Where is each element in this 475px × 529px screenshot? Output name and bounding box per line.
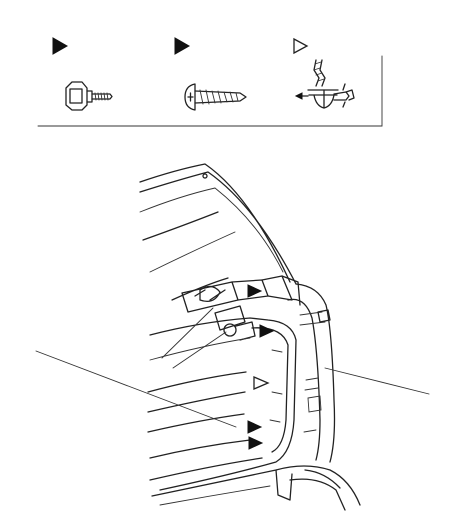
leader-line-latch-1 <box>161 307 214 359</box>
latch-assembly <box>181 275 301 341</box>
legend-marker-solid-2 <box>174 37 191 55</box>
tailgate-illustration <box>35 163 430 511</box>
fastener-legend <box>37 37 383 127</box>
legend-marker-hollow <box>293 37 309 55</box>
callout-marker-solid-4 <box>248 436 264 450</box>
callout-marker-solid-3 <box>247 420 263 434</box>
legend-marker-solid-1 <box>52 37 69 55</box>
callout-marker-hollow <box>253 376 270 390</box>
flange-bolt-icon <box>65 81 113 111</box>
leader-line-left <box>35 350 237 428</box>
self-tapping-screw-icon <box>184 83 247 111</box>
top-bolt-hole <box>202 173 208 179</box>
legend-frame <box>37 55 383 127</box>
trim-clip-icon <box>294 59 355 109</box>
leader-line-latch-2 <box>172 331 227 369</box>
leader-line-right <box>324 367 430 395</box>
callout-marker-solid-1 <box>247 284 263 298</box>
callout-marker-solid-2 <box>259 324 275 338</box>
